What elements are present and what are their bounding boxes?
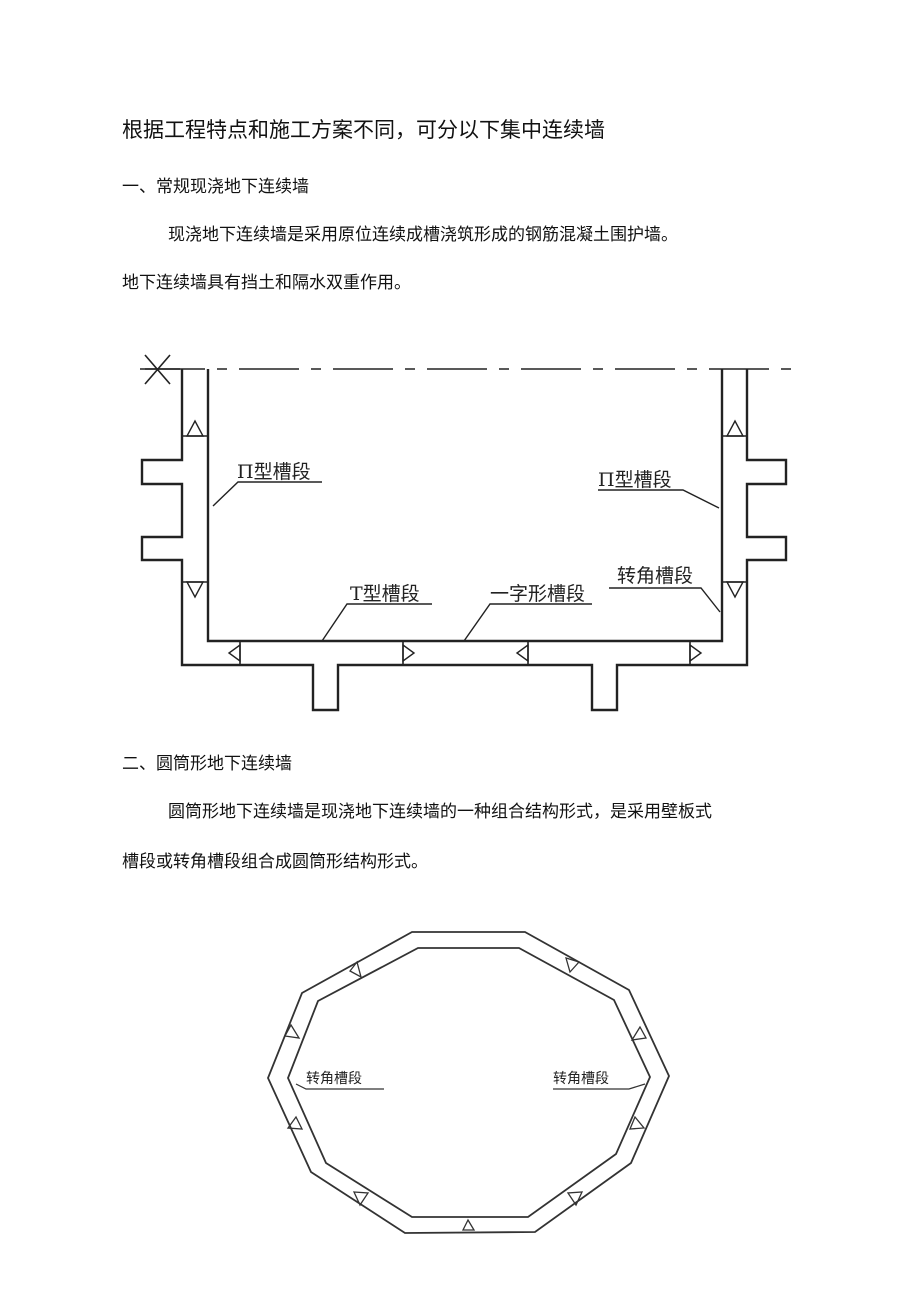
- label-corner-left: 转角槽段: [306, 1071, 362, 1087]
- inner-ring: [287, 947, 651, 1218]
- label-corner-right: 转角槽段: [553, 1071, 609, 1087]
- label-pi-left: Π型槽段: [237, 461, 311, 483]
- label-corner-segment: 转角槽段: [617, 565, 693, 587]
- wall-inner-outline: [206, 369, 724, 643]
- section-1-paragraph-line-2: 地下连续墙具有挡土和隔水双重作用。: [122, 273, 411, 293]
- leader-pi-right: [598, 489, 720, 509]
- wall-outer-outline: [140, 369, 788, 712]
- label-pi-right: Π型槽段: [598, 469, 672, 491]
- figure-cylindrical-wall-plan: 转角槽段 转角槽段: [0, 920, 920, 1260]
- section-2-paragraph-line-2: 槽段或转角槽段组合成圆筒形结构形式。: [122, 852, 428, 872]
- label-t-segment: T型槽段: [350, 583, 420, 605]
- label-yizi-segment: 一字形槽段: [490, 583, 585, 605]
- leader-left: [295, 1083, 384, 1090]
- outer-ring: [267, 931, 670, 1234]
- leader-yizi: [463, 603, 592, 642]
- leader-right: [553, 1083, 646, 1090]
- leader-corner: [609, 587, 721, 613]
- page-heading: 根据工程特点和施工方案不同，可分以下集中连续墙: [122, 118, 605, 142]
- section-2-paragraph-line-1: 圆筒形地下连续墙是现浇地下连续墙的一种组合结构形式，是采用壁板式: [168, 802, 712, 822]
- leader-t: [321, 603, 432, 642]
- figure-diaphragm-wall-plan: Π型槽段 Π型槽段 T型槽段 一字形槽段 转角槽段: [0, 340, 920, 730]
- section-1-title: 一、常规现浇地下连续墙: [122, 177, 309, 197]
- section-2-title: 二、圆筒形地下连续墙: [122, 754, 292, 774]
- section-1-paragraph-line-1: 现浇地下连续墙是采用原位连续成槽浇筑形成的钢筋混凝土围护墙。: [168, 225, 678, 245]
- leader-pi-left: [212, 481, 322, 507]
